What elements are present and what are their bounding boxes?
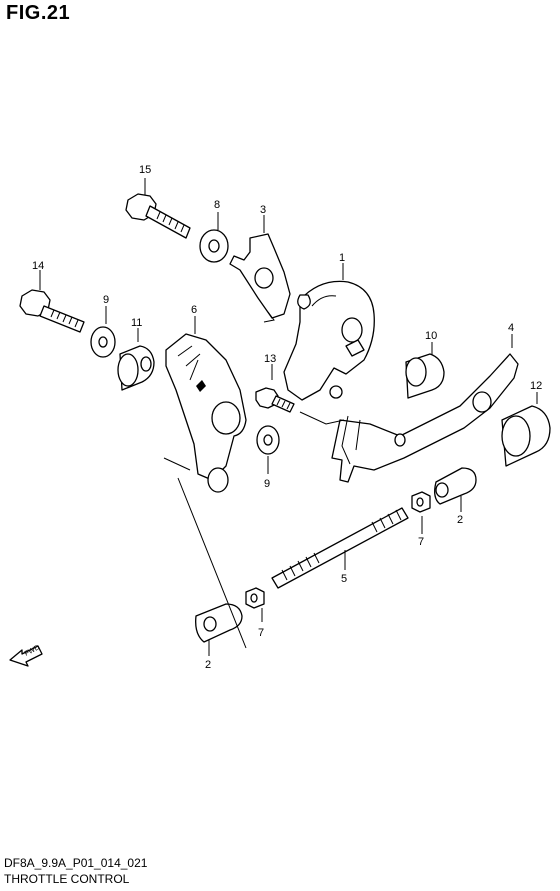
part-2-joint-right <box>434 467 477 512</box>
callout-7: 7 <box>258 627 264 639</box>
part-13-bolt <box>255 364 295 413</box>
callout-1: 1 <box>339 252 345 264</box>
callout-4: 4 <box>508 322 514 334</box>
callout-15: 15 <box>139 164 151 176</box>
callout-2: 2 <box>205 659 211 671</box>
part-2-joint-left <box>195 603 243 656</box>
callout-9: 9 <box>103 294 109 306</box>
callout-12: 12 <box>530 380 542 392</box>
callout-6: 6 <box>191 304 197 316</box>
part-9-washer-left <box>90 306 116 358</box>
part-8-washer <box>199 212 229 263</box>
part-11-collar <box>117 328 155 391</box>
part-12-collar <box>501 392 551 467</box>
figure-title: FIG.21 <box>6 2 71 24</box>
fwd-arrow-icon <box>9 645 43 667</box>
callout-7: 7 <box>418 536 424 548</box>
figure-code: DF8A_9.9A_P01_014_021 <box>4 856 148 870</box>
callout-10: 10 <box>425 330 437 342</box>
part-14-bolt <box>19 270 85 333</box>
part-6-lever-arm <box>165 316 247 493</box>
figure-caption: THROTTLE CONTROL <box>4 872 130 886</box>
part-5-threaded-rod <box>271 507 409 589</box>
callout-9: 9 <box>264 478 270 490</box>
part-9-washer-center <box>256 425 280 474</box>
callout-3: 3 <box>260 204 266 216</box>
part-7-nut-left <box>245 587 265 622</box>
part-7-nut-right <box>411 491 431 534</box>
part-3-bracket <box>229 215 291 323</box>
callout-11: 11 <box>131 317 142 329</box>
callout-8: 8 <box>214 199 220 211</box>
callout-14: 14 <box>32 260 44 272</box>
assembly-guide-lines <box>163 411 345 649</box>
callout-13: 13 <box>264 353 276 365</box>
callout-5: 5 <box>341 573 347 585</box>
part-1-throttle-lever <box>283 263 375 401</box>
part-4-link-bracket <box>331 334 519 483</box>
part-10-collar <box>405 342 445 399</box>
callout-2: 2 <box>457 514 463 526</box>
part-15-bolt <box>125 178 191 239</box>
